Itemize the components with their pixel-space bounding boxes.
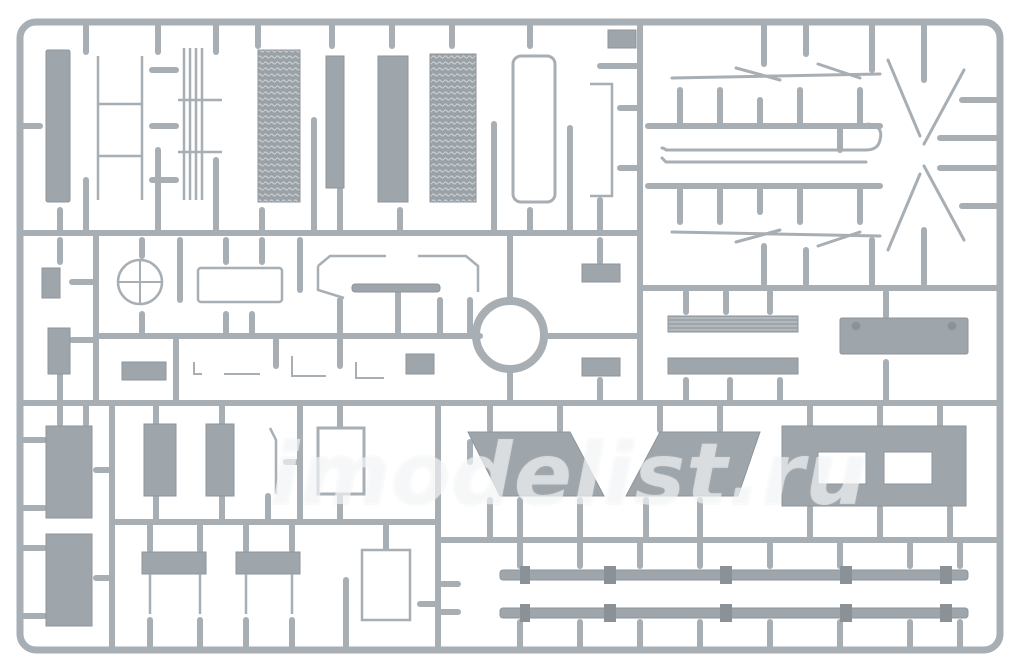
- sprue-outer-frame: [16, 18, 1004, 654]
- parts-middle-right: [667, 315, 969, 375]
- parts-middle-left: [41, 254, 621, 381]
- parts-top-left: [45, 29, 637, 204]
- parts-bottom-right: [467, 425, 969, 622]
- sprue-runners: [19, 21, 1001, 651]
- sprue-ring: [472, 297, 548, 373]
- parts-top-right: [660, 58, 966, 252]
- parts-bottom-left: [45, 423, 412, 627]
- gate-stubs: [19, 23, 999, 649]
